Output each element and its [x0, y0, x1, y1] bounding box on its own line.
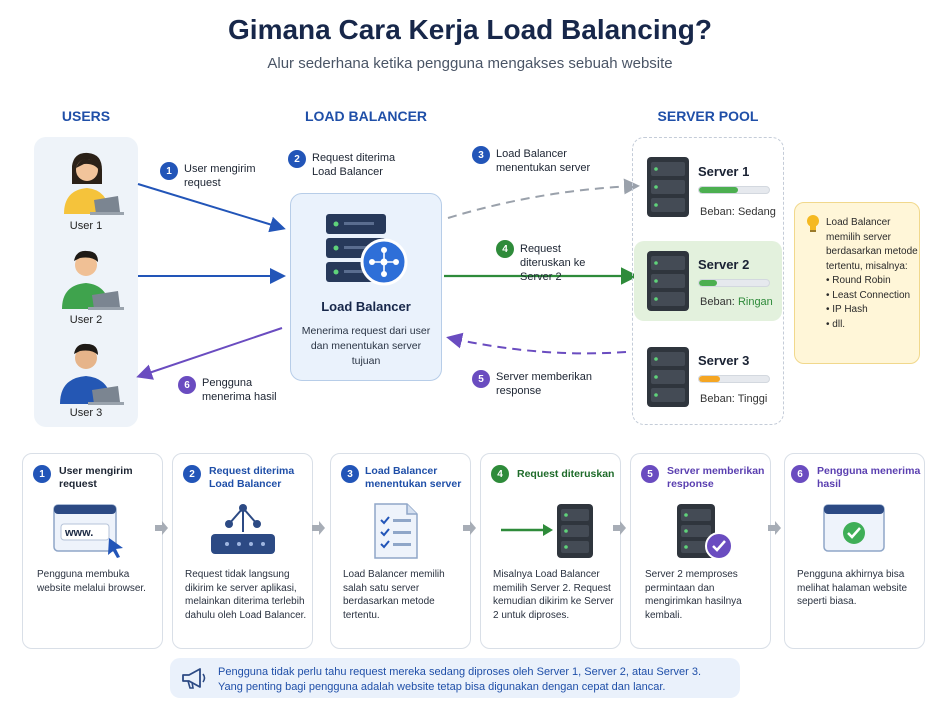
method-note-text: Load Balancer memilih server berdasarkan…	[826, 216, 918, 332]
step-2-label: Request diterima Load Balancer	[312, 152, 396, 178]
footer-line-1: Pengguna tidak perlu tahu request mereka…	[218, 666, 702, 678]
card-3-title: Load Balancer menentukan server	[365, 465, 462, 490]
card-arrow-1-2	[155, 521, 168, 535]
footer-note-box	[170, 658, 740, 698]
card-2-description: Request tidak langsung dikirim ke server…	[185, 569, 307, 621]
user-1-avatar	[64, 152, 124, 215]
load-balancer-description: Menerima request dari user dan menentuka…	[301, 325, 431, 367]
server-1-load-label: Beban:	[700, 206, 735, 218]
card-4-badge: 4	[491, 465, 509, 483]
card-4-title: Request diteruskan	[517, 468, 615, 480]
method-note-item: • dll.	[826, 318, 846, 330]
card-arrow-3-4	[463, 521, 476, 535]
server-3-icon	[647, 347, 689, 407]
step-4-badge: 4	[496, 240, 514, 258]
user-2-avatar	[62, 250, 124, 310]
method-note-item: • Least Connection	[826, 289, 911, 301]
user-3-avatar	[60, 343, 124, 405]
step-1-label: User mengirim request	[184, 163, 256, 189]
step-card-2: 2 Request diterima Load Balancer Request…	[172, 453, 313, 649]
card-5-badge: 5	[641, 465, 659, 483]
user-3-label: User 3	[69, 407, 103, 419]
card-6-badge: 6	[791, 465, 809, 483]
step-card-1: 1 User mengirim request www. Pengguna me…	[22, 453, 163, 649]
user-1-label: User 1	[69, 220, 103, 232]
server-2-load-bar	[698, 279, 770, 287]
server-3-load-label: Beban:	[700, 393, 735, 405]
browser-www-icon: www.	[53, 504, 123, 558]
step-5-label: Server memberikan response	[496, 371, 592, 397]
server-1-load-value: Sedang	[737, 206, 776, 218]
method-note-intro: Load Balancer memilih server berdasarkan…	[826, 217, 918, 272]
load-balancer-device-icon	[211, 504, 275, 554]
card-arrow-5-6	[768, 521, 781, 535]
step-6-badge: 6	[178, 376, 196, 394]
step-1-badge: 1	[160, 162, 178, 180]
load-balancer-title: Load Balancer	[321, 299, 411, 314]
server-1-load-bar	[698, 186, 770, 194]
step-3-label: Load Balancer menentukan server	[496, 148, 591, 174]
server-pool-panel	[632, 137, 784, 425]
card-2-title: Request diterima Load Balancer	[209, 465, 295, 490]
forward-to-server-icon	[501, 504, 593, 558]
card-arrow-2-3	[312, 521, 325, 535]
server-1-icon	[647, 157, 689, 217]
server-check-icon	[677, 504, 733, 560]
card-1-title: User mengirim request	[59, 465, 133, 490]
server-1-load-fill	[699, 187, 738, 193]
method-note-item: • Round Robin	[826, 275, 891, 286]
card-3-description: Load Balancer memilih salah satu server …	[343, 569, 445, 621]
step-card-6: 6 Pengguna menerima hasil Pengguna akhir…	[784, 453, 925, 649]
page-title: Gimana Cara Kerja Load Balancing?	[228, 14, 712, 45]
megaphone-icon	[182, 668, 206, 689]
card-2-badge: 2	[183, 465, 201, 483]
card-1-description: Pengguna membuka website melalui browser…	[37, 569, 146, 594]
card-1-badge: 1	[33, 465, 51, 483]
server-2-icon	[647, 251, 689, 311]
method-note-item: • IP Hash	[826, 304, 868, 315]
server-3-load-bar	[698, 375, 770, 383]
card-arrow-4-5	[613, 521, 626, 535]
card-4-description: Misalnya Load Balancer memilih Server 2.…	[493, 569, 614, 621]
card-5-description: Server 2 memproses permintaan dan mengir…	[645, 569, 742, 621]
step-5-badge: 5	[472, 370, 490, 388]
step-card-4: 4 Request diteruskan Misalnya Load Balan…	[480, 453, 621, 649]
column-heading-server-pool: SERVER POOL	[657, 108, 759, 124]
footer-line-2: Yang penting bagi pengguna adalah websit…	[218, 680, 666, 693]
server-2-load-label: Beban:	[700, 296, 735, 308]
arrow-server-to-lb	[446, 332, 627, 355]
card-6-description: Pengguna akhirnya bisa melihat halaman w…	[797, 569, 908, 607]
step-4-label: Request diteruskan ke Server 2	[520, 243, 586, 283]
browser-success-icon	[823, 504, 885, 552]
step-card-5: 5 Server memberikan response Server 2 me…	[630, 453, 771, 649]
server-3-load-value: Tinggi	[737, 393, 768, 405]
lightbulb-icon	[807, 215, 819, 232]
footer-note-text: Pengguna tidak perlu tahu request mereka…	[218, 665, 738, 694]
browser-url-text: www.	[64, 527, 93, 539]
step-card-3: 3 Load Balancer menentukan server Load B…	[330, 453, 471, 649]
step-6-label: Pengguna menerima hasil	[202, 377, 277, 403]
arrow-lb-to-user3	[136, 327, 283, 380]
user-2-label: User 2	[69, 314, 103, 326]
flow-arrows	[136, 178, 640, 380]
card-6-title: Pengguna menerima hasil	[817, 465, 921, 490]
step-3-badge: 3	[472, 146, 490, 164]
server-2-name: Server 2	[698, 257, 750, 272]
server-1-name: Server 1	[698, 164, 750, 179]
step-2-badge: 2	[288, 150, 306, 168]
server-2-load-fill	[699, 280, 717, 286]
server-3-name: Server 3	[698, 353, 750, 368]
checklist-icon	[374, 503, 418, 559]
server-2-load-value: Ringan	[737, 296, 773, 308]
load-balancer-icon	[326, 214, 408, 286]
card-5-title: Server memberikan response	[667, 465, 765, 490]
column-heading-users: USERS	[61, 108, 111, 124]
server-3-load-fill	[699, 376, 720, 382]
page-subtitle: Alur sederhana ketika pengguna mengakses…	[267, 55, 673, 72]
arrow-lb-to-server1	[447, 178, 640, 219]
column-heading-load-balancer: LOAD BALANCER	[304, 108, 428, 124]
card-3-badge: 3	[341, 465, 359, 483]
arrow-user1-to-lb	[137, 183, 286, 233]
